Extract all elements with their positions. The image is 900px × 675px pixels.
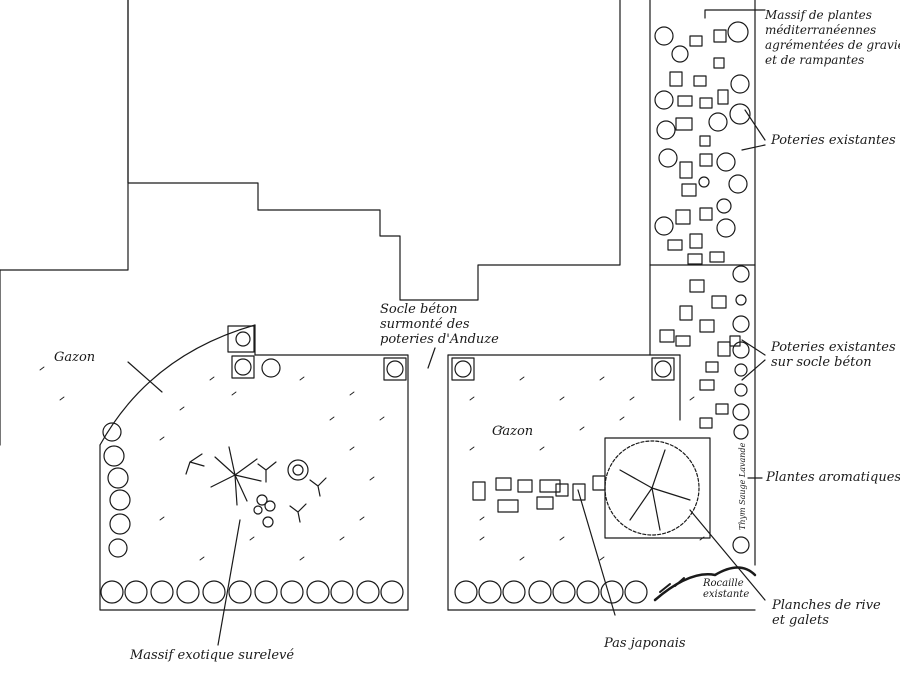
label-socle-beton: Socle béton surmonté des poteries d'Andu… bbox=[380, 302, 499, 347]
label-planches-rive: Planches de rive et galets bbox=[772, 598, 881, 628]
label-gazon-left: Gazon bbox=[54, 350, 96, 365]
stepping-stones bbox=[473, 476, 605, 512]
lawn-marks bbox=[40, 367, 704, 560]
label-massif-exotique: Massif exotique surelevé bbox=[130, 648, 295, 663]
pot-pedestals bbox=[232, 332, 674, 380]
label-poteries-existantes: Poteries existantes bbox=[771, 133, 896, 148]
house-outline bbox=[0, 0, 620, 445]
label-aromatic-vertical: Thym Sauge Lavande bbox=[738, 442, 747, 530]
border-shrubs bbox=[101, 423, 647, 603]
exotic-palms bbox=[186, 447, 326, 527]
left-garden-bed bbox=[100, 325, 408, 610]
annotation-leaders bbox=[218, 10, 765, 645]
label-gazon-center: Gazon bbox=[492, 424, 534, 439]
label-poteries-socle: Poteries existantes sur socle béton bbox=[771, 340, 896, 370]
label-plantes-aromatiques: Plantes aromatiques bbox=[766, 470, 900, 485]
strip-pots bbox=[655, 22, 750, 553]
label-pas-japonais: Pas japonais bbox=[604, 636, 686, 651]
label-massif-mediterraneen: Massif de plantes méditerranéennes agrém… bbox=[765, 8, 900, 67]
existing-rockery bbox=[655, 568, 755, 601]
existing-tree bbox=[605, 441, 699, 535]
label-rocaille: Rocaille existante bbox=[703, 578, 750, 600]
center-garden-bed bbox=[448, 355, 755, 610]
